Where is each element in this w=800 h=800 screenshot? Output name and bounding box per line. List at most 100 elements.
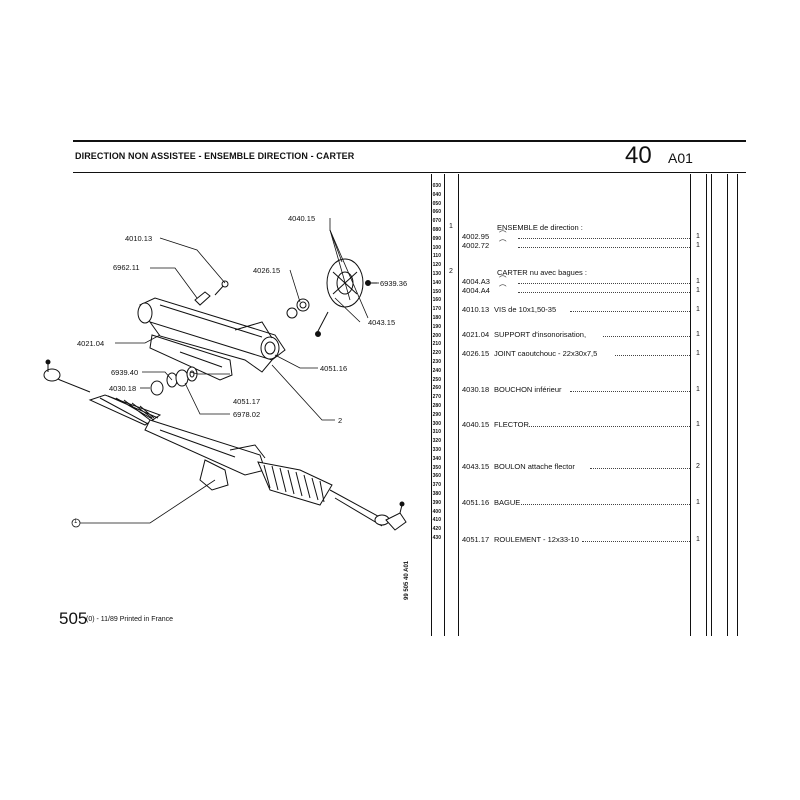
- row-number: 060: [432, 209, 441, 216]
- row-number: 240: [432, 367, 441, 374]
- row-number: 070: [432, 218, 441, 225]
- row-number: 350: [432, 464, 441, 471]
- row-number: 110: [432, 253, 441, 260]
- leader-dots: [518, 283, 690, 284]
- callout-4051-17: 4051.17: [233, 397, 261, 406]
- row-number: 270: [432, 394, 441, 401]
- callout-6939-40: 6939.40: [111, 368, 139, 377]
- table-rule-col-b: [727, 174, 728, 636]
- row-number: 380: [432, 491, 441, 497]
- table-rule-col-c: [737, 174, 738, 636]
- part-quantity: 1: [696, 421, 700, 428]
- part-designation: BAGUE: [494, 498, 521, 507]
- part-quantity: 1: [696, 499, 700, 506]
- part-reference: 4004.A3: [462, 277, 490, 286]
- variant-arc-icon: ⌒: [499, 230, 507, 239]
- header-top-rule: [73, 140, 746, 142]
- callout-4043-15: 4043.15: [368, 318, 396, 327]
- part-quantity: 1: [696, 242, 700, 249]
- part-reference: 4051.17: [462, 535, 490, 544]
- callout-4026-15: 4026.15: [253, 266, 281, 275]
- callout-4030-18: 4030.18: [109, 384, 137, 393]
- carter-housing: [137, 297, 286, 381]
- table-rule-line: [444, 174, 445, 636]
- part-line-number: 1: [449, 223, 453, 230]
- part-designation: BOULON attache flector: [494, 462, 575, 471]
- part-designation: BOUCHON inférieur: [494, 385, 562, 394]
- row-number: 160: [432, 297, 441, 304]
- bearing-rings: [150, 366, 198, 396]
- row-number: 120: [432, 262, 441, 269]
- section-code: A01: [668, 150, 693, 166]
- row-number: 370: [432, 482, 441, 489]
- part-quantity: 2: [696, 463, 700, 470]
- part-reference: 4051.16: [462, 498, 490, 507]
- row-number: 310: [432, 429, 441, 436]
- callout-4010-13: 4010.13: [125, 234, 153, 243]
- callout-4021-04: 4021.04: [77, 339, 105, 348]
- row-number: 190: [432, 323, 441, 330]
- variant-arc-icon: ⌒: [499, 284, 507, 293]
- footer-model: 505: [59, 609, 88, 628]
- part-designation: JOINT caoutchouc - 22x30x7,5: [494, 349, 598, 358]
- callout-2: 2: [338, 416, 343, 425]
- flector-parts: [194, 258, 377, 337]
- row-number: 360: [432, 473, 441, 480]
- part-reference: 4021.04: [462, 330, 490, 339]
- leader-dots: [528, 426, 690, 427]
- header-bottom-rule: [73, 172, 746, 174]
- leader-dots: [590, 468, 690, 469]
- table-rule-rownum: [431, 174, 432, 636]
- leader-dots: [518, 292, 690, 293]
- leader-dots: [602, 336, 690, 337]
- leader-dots: [520, 504, 690, 505]
- part-designation: CARTER nu avec bagues :: [497, 268, 587, 277]
- part-quantity: 1: [696, 386, 700, 393]
- row-number: 140: [432, 279, 441, 286]
- row-number: 320: [432, 438, 441, 445]
- table-rule-ref: [458, 174, 459, 636]
- row-number: 340: [432, 455, 441, 462]
- table-rule-col-a: [711, 174, 712, 636]
- row-number: 030: [432, 183, 441, 189]
- page-title: DIRECTION NON ASSISTEE - ENSEMBLE DIRECT…: [75, 151, 355, 161]
- leader-dots: [569, 311, 690, 312]
- row-number: 200: [432, 332, 441, 339]
- row-number: 300: [432, 420, 441, 427]
- row-number: 410: [432, 517, 441, 524]
- callout-1: 1: [74, 519, 78, 525]
- steering-rack-assembly: [43, 359, 407, 531]
- part-designation: VIS de 10x1,50-35: [494, 305, 557, 314]
- row-number: 390: [432, 499, 441, 506]
- part-quantity: 1: [696, 287, 700, 294]
- row-number: 170: [432, 306, 441, 313]
- part-reference: 4010.13: [462, 305, 490, 314]
- part-quantity: 1: [696, 331, 700, 338]
- row-number: 250: [432, 376, 441, 383]
- callout-4051-16: 4051.16: [320, 364, 348, 373]
- part-line-number: 2: [449, 268, 453, 275]
- callout-4040-15: 4040.15: [288, 214, 316, 223]
- part-quantity: 1: [696, 536, 700, 543]
- vertical-page-code: 99 505 40 A01: [404, 560, 410, 600]
- leader-dots: [518, 238, 690, 239]
- row-number: 400: [432, 508, 441, 515]
- row-number: 100: [432, 244, 441, 251]
- footer-print-info: (0) - 11/89 Printed in France: [86, 616, 174, 623]
- row-number: 230: [432, 359, 441, 365]
- part-designation: ROULEMENT - 12x33-10: [494, 535, 579, 544]
- part-reference: 4026.15: [462, 349, 490, 358]
- callout-6962-11: 6962.11: [113, 263, 140, 272]
- row-number: 130: [432, 271, 441, 277]
- row-number: 280: [432, 403, 441, 409]
- row-number: 080: [432, 227, 441, 233]
- callout-6939-36: 6939.36: [380, 279, 408, 288]
- leader-dots: [518, 247, 690, 248]
- group-number: 40: [625, 142, 652, 169]
- part-quantity: 1: [696, 306, 700, 313]
- row-number: 420: [432, 526, 441, 533]
- row-number: 180: [432, 315, 441, 321]
- part-reference: 4030.18: [462, 385, 490, 394]
- part-designation: FLECTOR: [494, 420, 529, 429]
